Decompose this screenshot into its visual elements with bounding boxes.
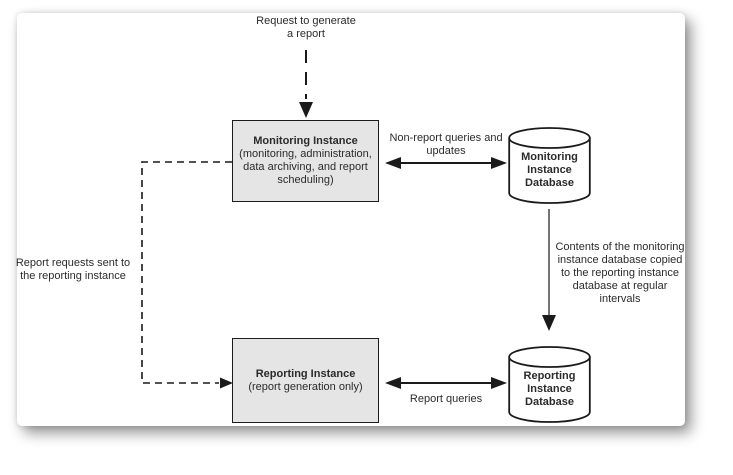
monitoring-db-label: Monitoring Instance Database: [521, 151, 578, 189]
monitoring-instance-title: Monitoring Instance: [253, 135, 358, 147]
reporting-db-cylinder: Reporting Instance Database: [508, 346, 591, 424]
monitoring-instance-box: Monitoring Instance (monitoring, adminis…: [232, 120, 379, 202]
reporting-instance-title: Reporting Instance: [255, 367, 356, 380]
report-requests-label: Report requests sent to the reporting in…: [15, 257, 131, 282]
nonreport-queries-label: Non-report queries and updates: [389, 132, 503, 157]
database-cylinder-icon: [508, 127, 591, 204]
db-copy-description-label: Contents of the monitoring instance data…: [555, 241, 685, 305]
database-cylinder-icon: [508, 346, 591, 423]
request-label: Request to generate a report: [256, 15, 356, 40]
reporting-db-label: Reporting Instance Database: [523, 370, 576, 408]
monitoring-instance-subtitle: (monitoring, administration, data archiv…: [239, 148, 372, 186]
monitoring-db-cylinder: Monitoring Instance Database: [508, 127, 591, 205]
reporting-instance-box: Reporting Instance (report generation on…: [232, 338, 379, 423]
reporting-instance-subtitle: (report generation only): [248, 380, 363, 393]
report-queries-label: Report queries: [409, 393, 483, 405]
